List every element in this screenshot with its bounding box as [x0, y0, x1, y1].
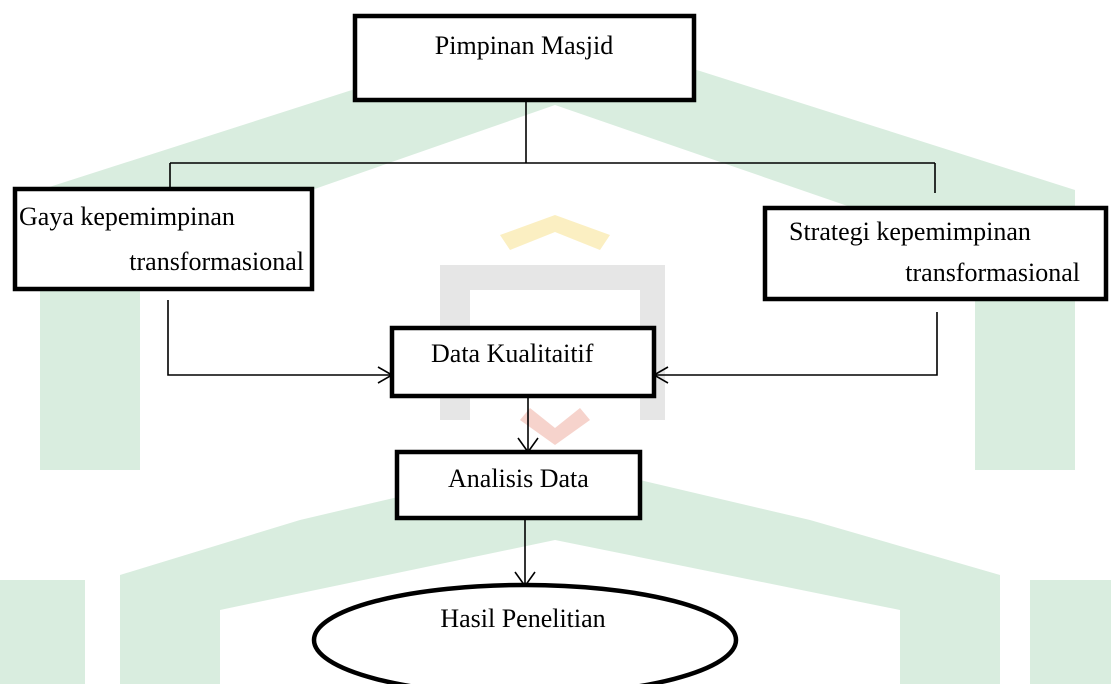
strategy-box	[762, 205, 1109, 302]
connector-style-to-qualitative	[167, 300, 392, 376]
watermark-logo-red	[520, 408, 590, 445]
watermark-right-pillar	[1030, 580, 1111, 684]
result-ellipse	[311, 582, 739, 684]
labels: Pimpinan Masjid Gaya kepemimpinan transf…	[19, 31, 1080, 633]
watermark-logo-frame	[440, 265, 665, 420]
leader-label: Pimpinan Masjid	[435, 31, 613, 60]
connector-strategy-to-qualitative	[654, 312, 938, 376]
watermark	[0, 25, 1111, 684]
qualitative-box	[389, 325, 657, 399]
style-box	[12, 186, 315, 292]
watermark-left-pillar	[0, 580, 85, 684]
nodes	[12, 13, 1109, 684]
leader-box	[352, 13, 697, 103]
watermark-arch	[40, 25, 1075, 470]
watermark-inner-arch	[120, 460, 1000, 684]
connectors	[167, 100, 938, 588]
strategy-label-line2: transformasional	[905, 258, 1080, 287]
analysis-label: Analisis Data	[448, 464, 589, 493]
qualitative-label: Data Kualitaitif	[431, 339, 594, 368]
watermark-logo-yellow	[500, 215, 610, 250]
strategy-label-line1: Strategi kepemimpinan	[789, 217, 1031, 246]
analysis-box	[394, 449, 643, 521]
style-label-line2: transformasional	[129, 247, 304, 276]
result-label: Hasil Penelitian	[440, 604, 605, 633]
style-label-line1: Gaya kepemimpinan	[19, 202, 235, 231]
